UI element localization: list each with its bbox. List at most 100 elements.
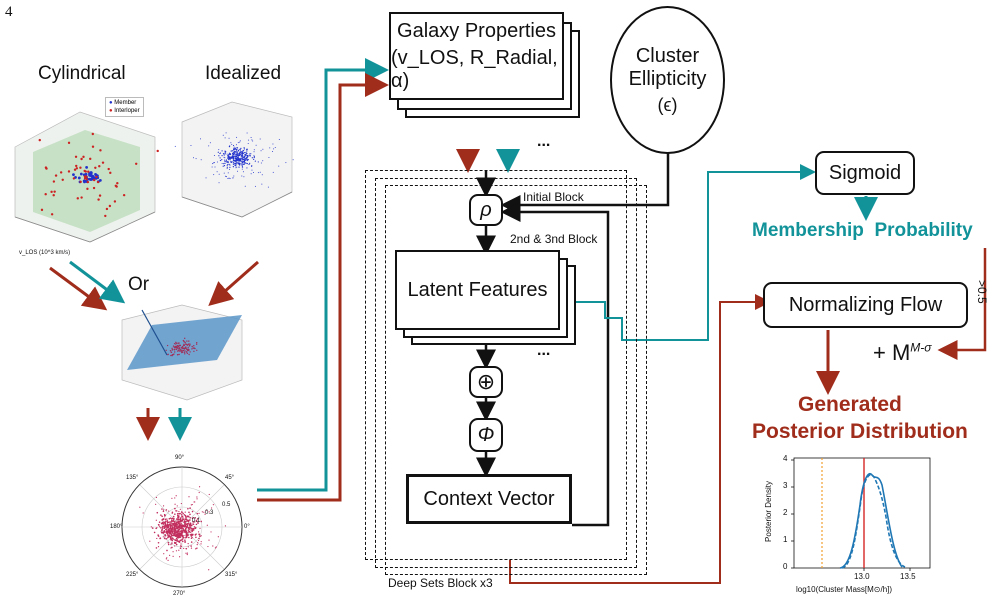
interloper-point [72, 177, 76, 180]
polar-point [162, 518, 165, 520]
interloper-point [75, 164, 78, 168]
interloper-point [82, 155, 85, 159]
polar-point [182, 536, 185, 539]
galaxy-point [233, 175, 235, 177]
galaxy-point [245, 162, 247, 164]
polar-point [186, 524, 189, 527]
galaxy-point [278, 138, 280, 140]
galaxy-point [251, 169, 253, 171]
polar-point [178, 540, 180, 542]
polar-angle-225: 225° [126, 572, 139, 578]
interloper-point [92, 186, 96, 190]
galaxy-point [249, 155, 251, 157]
projected-point [169, 350, 172, 352]
galaxy-point [262, 148, 264, 150]
projected-point [181, 345, 184, 348]
phi-symbol: Φ [477, 423, 495, 446]
interloper-point [104, 214, 107, 218]
polar-point [174, 507, 176, 510]
polar-point [189, 516, 191, 519]
galaxy-point [262, 160, 264, 162]
polar-point [173, 521, 176, 523]
polar-point [184, 530, 186, 532]
polar-point [186, 515, 189, 517]
galaxy-point [240, 164, 242, 166]
polar-point [170, 528, 172, 530]
polar-point [189, 522, 192, 524]
galaxy-point [236, 162, 238, 164]
polar-point [179, 535, 182, 537]
latent-features-label: Latent Features [407, 278, 548, 301]
galaxy-point [251, 157, 253, 159]
galaxy-point [247, 160, 249, 162]
polar-point [190, 531, 192, 533]
galaxy-point [227, 157, 229, 159]
galaxy-point [222, 165, 224, 167]
polar-point [161, 515, 163, 518]
polar-point [191, 510, 194, 513]
polar-point [173, 541, 176, 544]
polar-point [193, 523, 195, 525]
second-block-label: 2nd & 3nd Block [510, 232, 598, 246]
polar-point [168, 517, 171, 520]
interloper-point [85, 175, 88, 178]
polar-point [166, 523, 169, 526]
interloper-point [86, 187, 89, 191]
polar-point [177, 518, 180, 521]
polar-point [188, 536, 190, 539]
polar-point [150, 526, 152, 528]
polar-point [185, 523, 187, 525]
polar-point [199, 527, 201, 529]
galaxy-point [243, 157, 245, 159]
galaxy-point [244, 161, 246, 164]
galaxy-point [253, 149, 255, 151]
interloper-point [61, 178, 64, 181]
galaxy-point [219, 153, 221, 155]
polar-point [185, 525, 188, 528]
galaxy-point [224, 159, 226, 161]
posterior-ytick-4: 4 [783, 454, 788, 463]
polar-point [195, 533, 197, 535]
polar-point [188, 496, 190, 498]
projected-point [180, 347, 183, 349]
polar-point [181, 540, 184, 543]
galaxy-point [221, 155, 223, 157]
galaxy-point [252, 140, 254, 142]
polar-point [171, 531, 174, 533]
polar-point [171, 527, 174, 530]
galaxy-point [246, 162, 248, 165]
polar-point [171, 511, 174, 514]
polar-point [190, 547, 193, 549]
projected-point [178, 342, 180, 345]
deep-sets-block-1 [365, 170, 627, 560]
polar-point [185, 552, 187, 554]
polar-point [195, 520, 198, 522]
galaxy-point [224, 137, 226, 139]
cluster-ellipticity-line1: Cluster [635, 44, 700, 67]
galaxy-properties-ellipsis: ... [537, 133, 551, 150]
interloper-point [98, 194, 102, 197]
galaxy-point [218, 173, 220, 175]
galaxy-point [229, 153, 232, 155]
polar-point [182, 535, 184, 537]
polar-point [159, 537, 162, 539]
polar-point [162, 531, 165, 533]
galaxy-point [235, 161, 238, 163]
projected-point [195, 343, 198, 345]
galaxy-point [235, 167, 237, 169]
generated-line2: Posterior Distribution [752, 420, 968, 443]
galaxy-point [242, 163, 244, 165]
galaxy-point [211, 166, 213, 168]
galaxy-point [216, 171, 218, 173]
galaxy-point [240, 147, 242, 149]
interloper-point [96, 180, 100, 184]
galaxy-point [243, 155, 246, 157]
galaxy-point [223, 164, 226, 167]
projected-point [183, 337, 186, 340]
polar-point [165, 530, 168, 532]
galaxy-point [245, 152, 247, 154]
polar-point [207, 545, 209, 548]
galaxy-point [244, 156, 246, 158]
polar-angle-180: 180° [110, 524, 123, 530]
polar-angle-0: 0° [244, 524, 250, 530]
